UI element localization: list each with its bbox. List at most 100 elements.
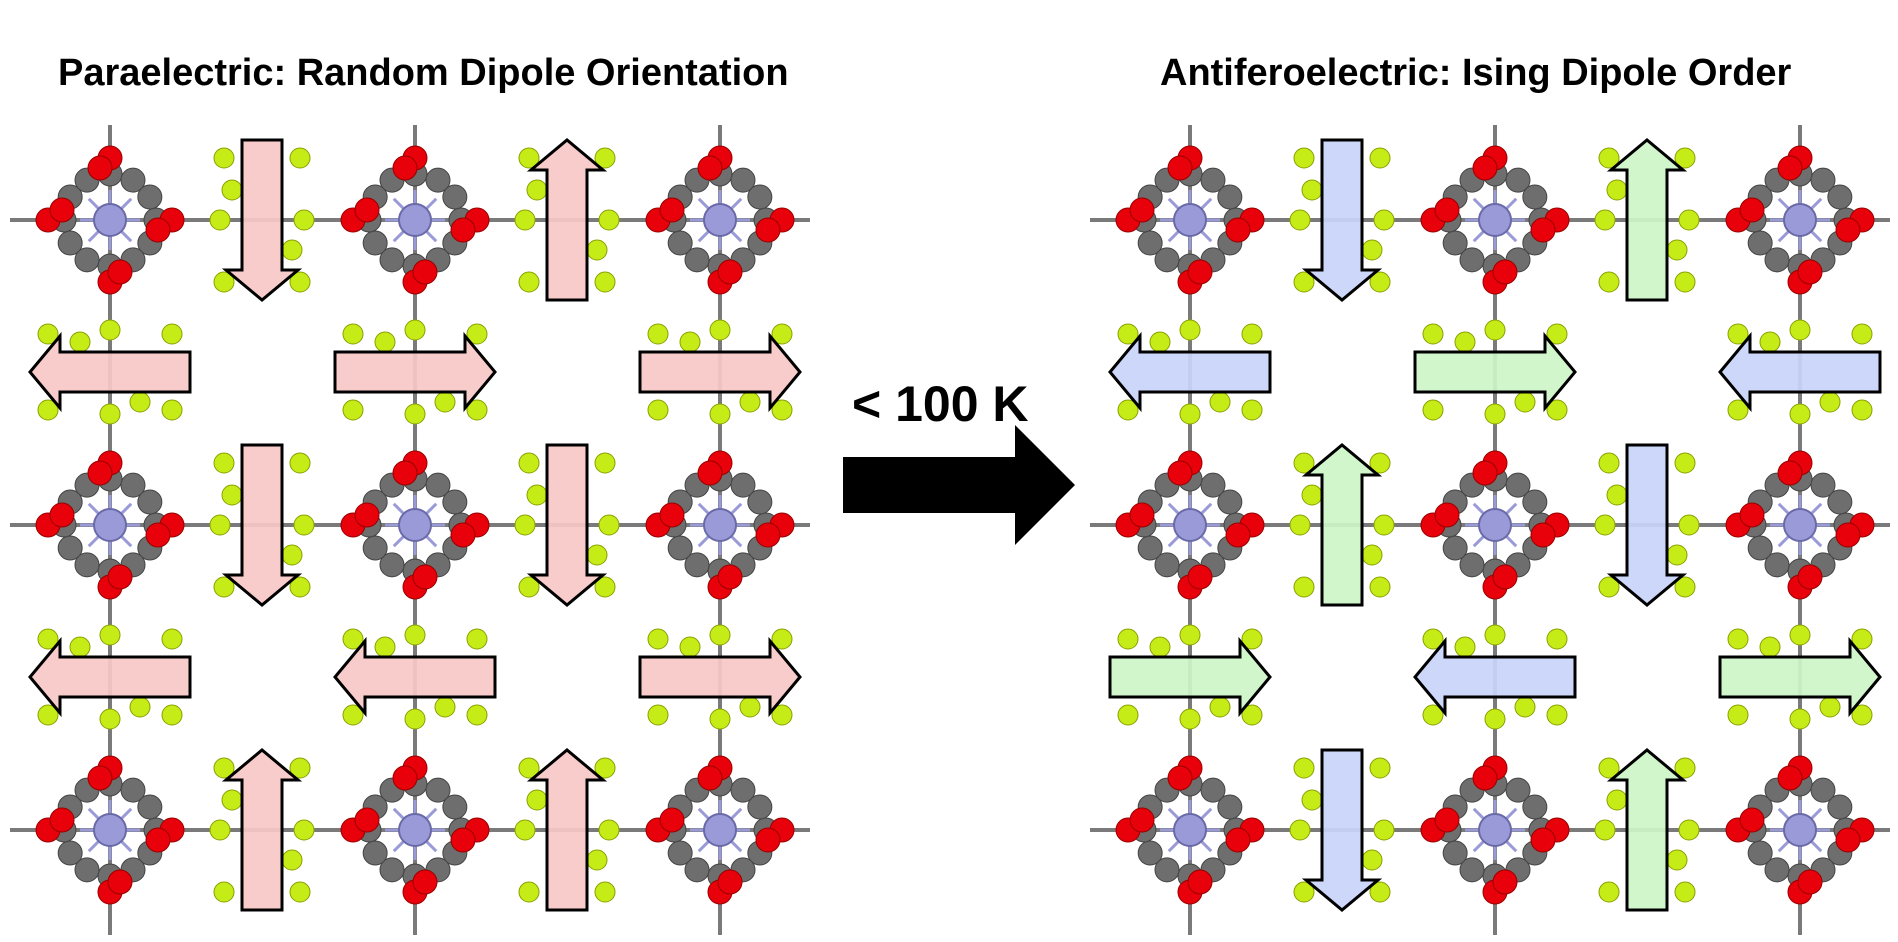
dipole-arrow-down bbox=[526, 443, 608, 607]
carbon-atom bbox=[1810, 472, 1836, 498]
oxygen-atom bbox=[1777, 460, 1803, 486]
metal-cluster bbox=[1420, 450, 1570, 600]
fluorine-atom bbox=[1179, 708, 1201, 730]
metal-cluster bbox=[1115, 755, 1265, 905]
fluorine-atom bbox=[526, 789, 548, 811]
fluorine-atom bbox=[1674, 452, 1696, 474]
fluorine-atom bbox=[518, 452, 540, 474]
carbon-atom bbox=[1154, 247, 1180, 273]
fluorine-atom bbox=[739, 696, 761, 718]
oxygen-atom bbox=[1129, 197, 1155, 223]
metal-cluster bbox=[35, 450, 185, 600]
metal-cluster bbox=[1725, 145, 1875, 295]
fluorine-atom bbox=[209, 819, 231, 841]
oxygen-atom bbox=[1225, 522, 1251, 548]
fluorine-atom bbox=[129, 696, 151, 718]
carbon-atom bbox=[1459, 857, 1485, 883]
dipole-arrow-down bbox=[221, 443, 303, 607]
fluorine-atom bbox=[209, 209, 231, 231]
metal-atom bbox=[398, 203, 432, 237]
dipole-linker bbox=[1594, 748, 1700, 912]
fluorine-atom bbox=[1851, 399, 1873, 421]
carbon-atom bbox=[425, 777, 451, 803]
fluorine-atom bbox=[466, 399, 488, 421]
fluorine-atom bbox=[37, 704, 59, 726]
oxygen-atom bbox=[717, 259, 743, 285]
fluorine-atom bbox=[289, 147, 311, 169]
fluorine-atom bbox=[1361, 544, 1383, 566]
fluorine-atom bbox=[1422, 323, 1444, 345]
metal-atom bbox=[1173, 813, 1207, 847]
dipole-linker bbox=[1413, 624, 1577, 730]
metal-atom bbox=[1478, 508, 1512, 542]
fluorine-atom bbox=[1789, 403, 1811, 425]
fluorine-atom bbox=[771, 628, 793, 650]
oxygen-atom bbox=[755, 217, 781, 243]
fluorine-atom bbox=[598, 819, 620, 841]
fluorine-atom bbox=[1674, 271, 1696, 293]
oxygen-atom bbox=[697, 460, 723, 486]
oxygen-atom bbox=[1187, 564, 1213, 590]
carbon-atom bbox=[1137, 230, 1163, 256]
oxygen-atom bbox=[392, 155, 418, 181]
fluorine-atom bbox=[1666, 849, 1688, 871]
fluorine-atom bbox=[1293, 271, 1315, 293]
fluorine-atom bbox=[213, 271, 235, 293]
carbon-atom bbox=[684, 552, 710, 578]
fluorine-atom bbox=[213, 452, 235, 474]
fluorine-atom bbox=[1789, 319, 1811, 341]
fluorine-atom bbox=[1369, 881, 1391, 903]
fluorine-atom bbox=[221, 179, 243, 201]
dipole-linker bbox=[638, 319, 802, 425]
carbon-atom bbox=[1810, 167, 1836, 193]
carbon-atom bbox=[1442, 230, 1468, 256]
metal-atom bbox=[703, 813, 737, 847]
carbon-atom bbox=[442, 489, 468, 515]
carbon-atom bbox=[1764, 552, 1790, 578]
dipole-arrow-down bbox=[1606, 443, 1688, 607]
fluorine-atom bbox=[1369, 147, 1391, 169]
oxygen-atom bbox=[354, 197, 380, 223]
oxygen-atom bbox=[659, 502, 685, 528]
fluorine-atom bbox=[1369, 757, 1391, 779]
carbon-atom bbox=[1442, 535, 1468, 561]
carbon-atom bbox=[57, 230, 83, 256]
fluorine-atom bbox=[1598, 271, 1620, 293]
carbon-atom bbox=[379, 247, 405, 273]
carbon-atom bbox=[1505, 167, 1531, 193]
fluorine-atom bbox=[342, 704, 364, 726]
fluorine-atom bbox=[281, 849, 303, 871]
fluorine-atom bbox=[598, 209, 620, 231]
oxygen-atom bbox=[1530, 522, 1556, 548]
oxygen-atom bbox=[1472, 155, 1498, 181]
fluorine-atom bbox=[1241, 628, 1263, 650]
carbon-atom bbox=[120, 777, 146, 803]
paraelectric-lattice bbox=[10, 125, 810, 935]
fluorine-atom bbox=[1373, 819, 1395, 841]
fluorine-atom bbox=[1819, 696, 1841, 718]
carbon-atom bbox=[730, 777, 756, 803]
fluorine-atom bbox=[1851, 628, 1873, 650]
oxygen-atom bbox=[755, 522, 781, 548]
fluorine-atom bbox=[293, 209, 315, 231]
fluorine-atom bbox=[647, 323, 669, 345]
fluorine-atom bbox=[69, 331, 91, 353]
oxygen-atom bbox=[1129, 807, 1155, 833]
fluorine-atom bbox=[594, 576, 616, 598]
fluorine-atom bbox=[1179, 624, 1201, 646]
fluorine-atom bbox=[518, 881, 540, 903]
fluorine-atom bbox=[586, 849, 608, 871]
dipole-linker bbox=[1289, 138, 1395, 302]
fluorine-atom bbox=[1546, 323, 1568, 345]
carbon-atom bbox=[137, 794, 163, 820]
metal-atom bbox=[93, 508, 127, 542]
fluorine-atom bbox=[647, 628, 669, 650]
oxygen-atom bbox=[1434, 807, 1460, 833]
fluorine-atom bbox=[594, 757, 616, 779]
carbon-atom bbox=[1827, 489, 1853, 515]
carbon-atom bbox=[1747, 535, 1773, 561]
carbon-atom bbox=[425, 472, 451, 498]
dipole-arrow-right bbox=[333, 331, 497, 413]
carbon-atom bbox=[1747, 840, 1773, 866]
fluorine-atom bbox=[1209, 391, 1231, 413]
